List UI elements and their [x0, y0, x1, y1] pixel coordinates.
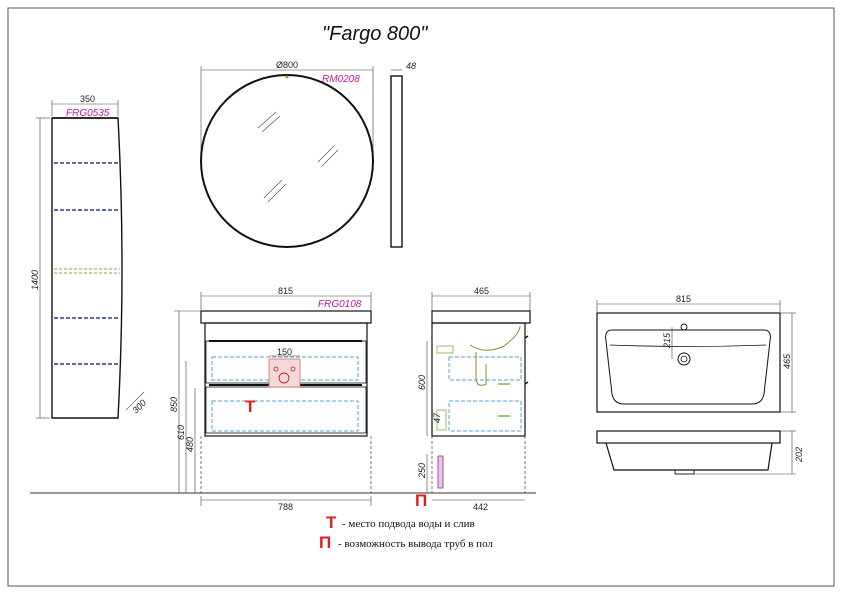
mirror-depth-label: 48	[406, 61, 416, 71]
mirror-view: Ø800 RM0208 48	[200, 60, 416, 248]
cutout-width-label: 150	[277, 347, 292, 357]
vanity-drawer-bottom	[205, 386, 367, 434]
page-border	[7, 7, 835, 587]
sink-basin	[605, 329, 771, 405]
mirror-mount-dot	[285, 75, 289, 79]
legend-t-text: - место подвода воды и слив	[342, 518, 475, 530]
sink-width-label: 815	[676, 294, 691, 304]
sink-depth-label: 465	[782, 353, 792, 369]
mirror-diameter-label: Ø800	[276, 60, 298, 70]
sink-rim	[596, 430, 781, 444]
mirror-side-profile	[390, 75, 403, 248]
cabinet-view: 350 FRG0535 1400 300	[30, 94, 148, 419]
vanity-drawer-inner-bottom	[211, 400, 359, 432]
mirror-circle	[200, 74, 374, 248]
vanity-height-label: 850	[169, 397, 179, 412]
siphon	[469, 325, 521, 386]
sink-drain-profile	[674, 469, 695, 475]
sink-outline	[596, 312, 781, 413]
cabinet-height-label: 1400	[30, 270, 40, 290]
vanity-front-view: 815 FRG0108 150 Т 788 850 610 480	[169, 286, 372, 512]
vanity-610-label: 610	[176, 425, 186, 440]
vanity-t-marker: Т	[245, 397, 256, 416]
vanity-width-label: 815	[278, 286, 293, 296]
cabinet-body	[51, 117, 123, 419]
floor-pipe	[437, 455, 444, 489]
side-bottom-label: 442	[473, 502, 488, 512]
mirror-model-label: RM0208	[322, 74, 360, 85]
vanity-bottom-width-label: 788	[278, 502, 293, 512]
legend-p-mark: П	[319, 533, 331, 552]
cabinet-model-label: FRG0535	[66, 108, 110, 119]
legend: Т - место подвода воды и слив П - возмож…	[319, 513, 493, 552]
sink-top-view: 815 215 465	[596, 294, 796, 413]
drain-hole	[677, 352, 691, 366]
vanity-480-label: 480	[185, 437, 195, 452]
side-depth-label: 465	[474, 286, 489, 296]
legend-t-mark: Т	[326, 513, 337, 532]
sink-bowl-profile	[605, 442, 773, 471]
sink-offset-label: 215	[662, 332, 672, 349]
vanity-side-view: 465 442 600 47 250 П	[415, 286, 531, 512]
mirror-glare	[257, 111, 339, 203]
side-top	[431, 310, 531, 324]
side-p-marker: П	[415, 491, 427, 510]
vanity-body	[204, 322, 368, 437]
faucet-hole	[680, 323, 688, 331]
vanity-top	[200, 310, 372, 324]
side-600-label: 600	[417, 375, 427, 390]
sink-side-view: 202	[596, 430, 804, 475]
cabinet-width-label: 350	[80, 94, 95, 104]
cabinet-depth-label: 300	[130, 398, 148, 416]
legend-p-text: - возможность вывода труб в пол	[338, 538, 493, 550]
sink-height-label: 202	[794, 447, 804, 463]
vanity-model-label: FRG0108	[318, 299, 362, 310]
page-title: "Fargo 800"	[322, 23, 428, 45]
side-250-label: 250	[417, 463, 427, 479]
side-47-label: 47	[432, 412, 442, 423]
side-body	[431, 322, 526, 437]
